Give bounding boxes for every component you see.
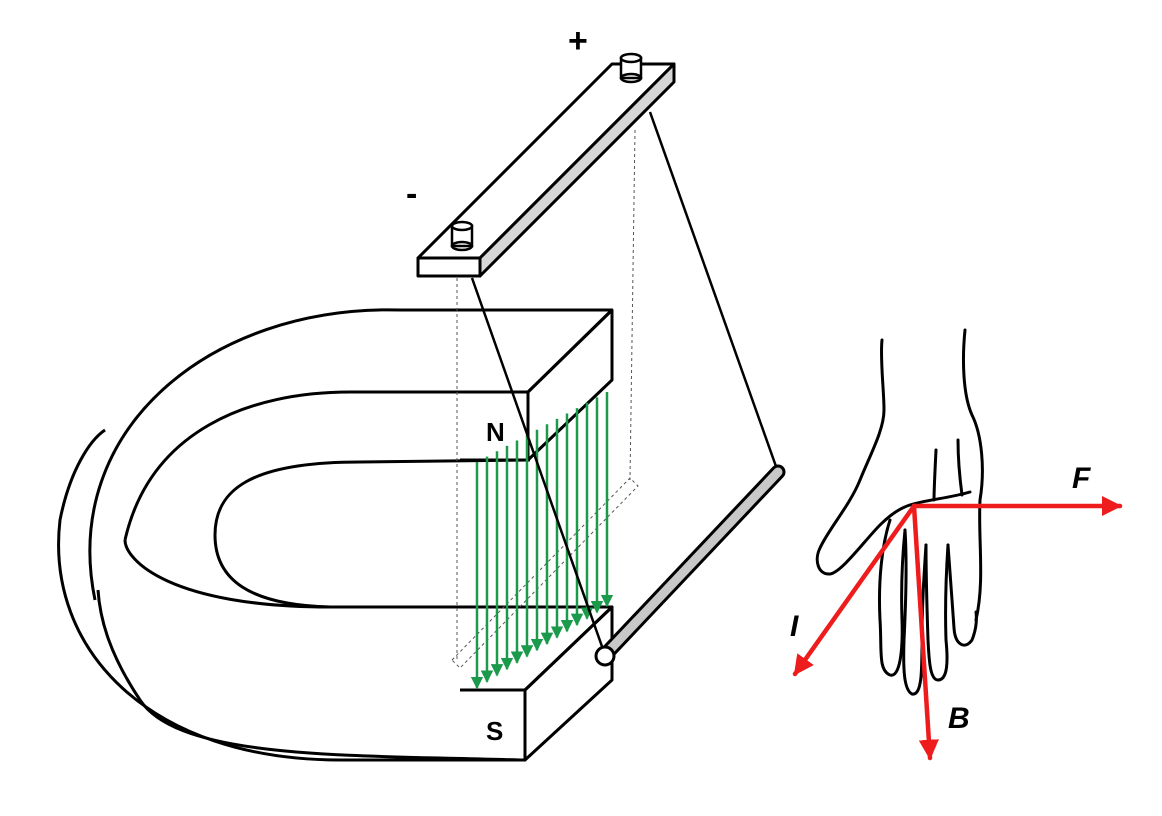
field-vector xyxy=(911,503,939,761)
north-pole-label: N xyxy=(486,417,505,447)
conducting-rod xyxy=(594,464,786,667)
positive-terminal xyxy=(619,52,643,84)
horseshoe-magnet xyxy=(57,308,612,762)
current-vector xyxy=(792,503,917,677)
field-label: B xyxy=(948,702,970,735)
suspension-wires xyxy=(470,111,780,656)
south-pole-label: S xyxy=(486,716,503,746)
negative-terminal xyxy=(450,220,474,252)
plus-sign-label: + xyxy=(568,22,588,60)
force-label: F xyxy=(1072,462,1091,495)
north-pole-block xyxy=(460,308,614,462)
left-hand-outline xyxy=(815,328,984,696)
magnetic-field-lines xyxy=(470,392,614,690)
terminal-bar xyxy=(416,62,676,278)
current-label: I xyxy=(790,610,799,643)
minus-sign-label: - xyxy=(406,175,417,213)
dashed-guides xyxy=(451,129,639,669)
force-vectors xyxy=(792,495,1123,761)
